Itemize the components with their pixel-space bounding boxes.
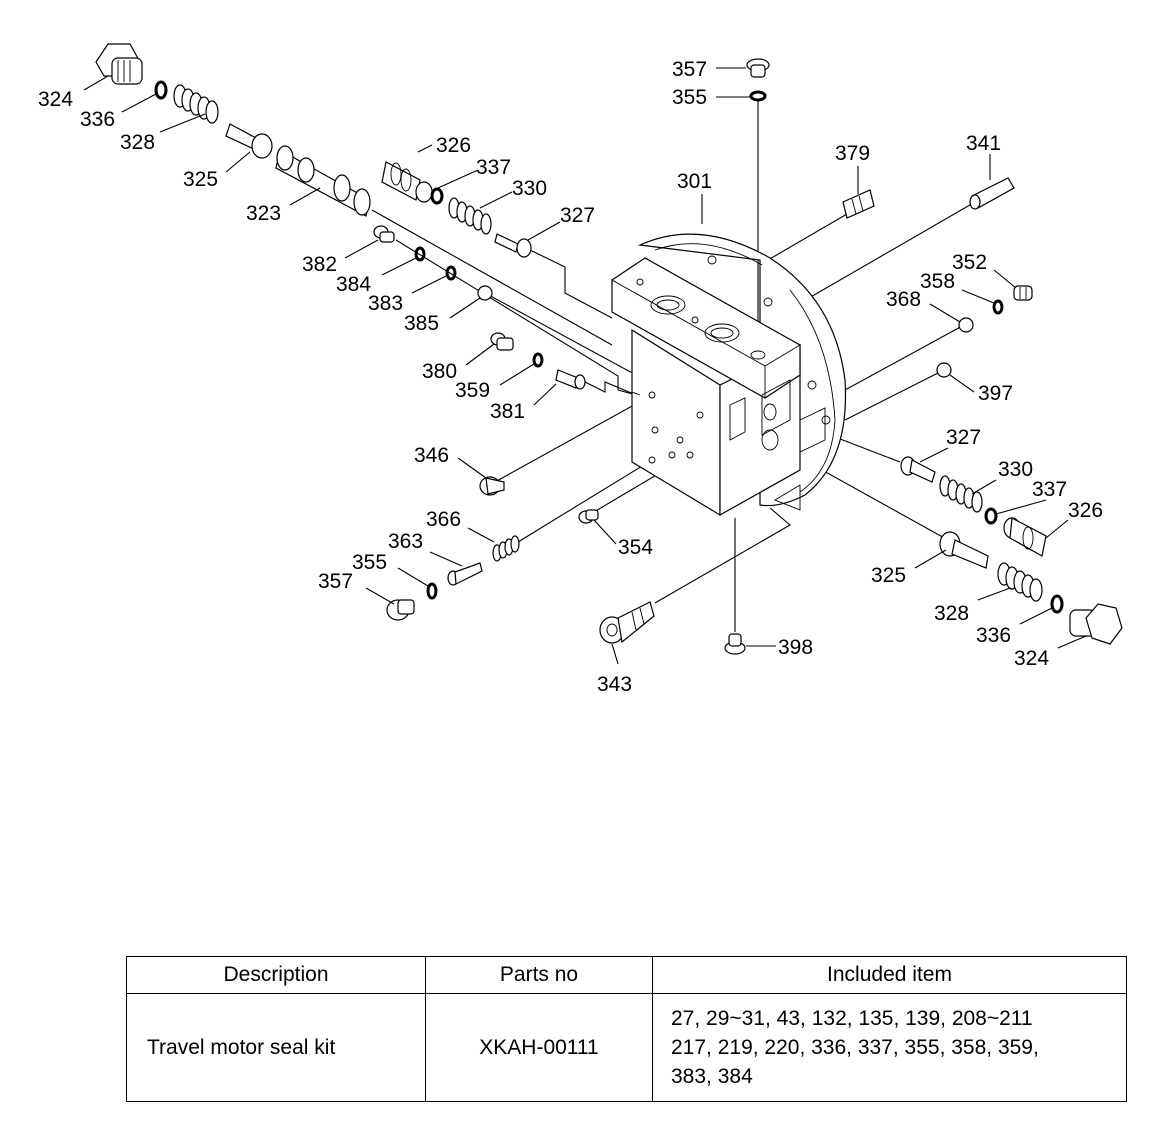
part-326-plug-upper bbox=[381, 161, 433, 203]
callout-328-lower: 328 bbox=[934, 602, 969, 625]
part-330-spring-lower bbox=[939, 475, 983, 513]
part-368-ball bbox=[958, 317, 974, 333]
header-description: Description bbox=[126, 956, 426, 994]
callout-352: 352 bbox=[952, 251, 987, 274]
callout-380: 380 bbox=[422, 360, 457, 383]
part-325-spring-seat-lower bbox=[939, 531, 989, 569]
part-346-plug bbox=[479, 476, 505, 496]
callout-337-lower: 337 bbox=[1032, 478, 1067, 501]
part-355-oring-lower bbox=[426, 582, 438, 600]
callout-357-top: 357 bbox=[672, 58, 707, 81]
seal-kit-table: Description Parts no Included item Trave… bbox=[126, 956, 1127, 1102]
callout-325-left: 325 bbox=[183, 168, 218, 191]
callout-324-left: 324 bbox=[38, 88, 73, 111]
callout-354: 354 bbox=[618, 536, 653, 559]
callout-leaders bbox=[83, 67, 1087, 665]
callout-337-upper: 337 bbox=[476, 156, 511, 179]
callout-385: 385 bbox=[404, 312, 439, 335]
callout-355-lower: 355 bbox=[352, 551, 387, 574]
included-line-2: 217, 219, 220, 336, 337, 355, 358, 359, bbox=[671, 1036, 1039, 1059]
part-336-oring-left bbox=[154, 80, 168, 100]
part-341-pin bbox=[969, 177, 1015, 210]
callout-328-left: 328 bbox=[120, 131, 155, 154]
part-324-plug-left bbox=[95, 43, 143, 85]
included-line-1: 27, 29~31, 43, 132, 135, 139, 208~211 bbox=[671, 1007, 1033, 1030]
exploded-parts-diagram: 324 336 328 325 323 326 337 330 327 382 … bbox=[38, 43, 1123, 696]
part-385-ball bbox=[477, 285, 493, 301]
part-379-plug bbox=[842, 189, 875, 219]
part-383-oring bbox=[445, 265, 457, 281]
callout-326-lower: 326 bbox=[1068, 499, 1103, 522]
part-326-plug-lower bbox=[1003, 517, 1047, 557]
part-398-plug bbox=[724, 633, 746, 655]
part-357-plug-lower bbox=[386, 599, 415, 621]
part-323-spool bbox=[275, 145, 371, 217]
callout-358: 358 bbox=[920, 270, 955, 293]
header-included-item: Included item bbox=[652, 956, 1127, 994]
part-382-plug bbox=[373, 225, 395, 243]
callout-327-upper: 327 bbox=[560, 204, 595, 227]
cell-included-items: 27, 29~31, 43, 132, 135, 139, 208~211 21… bbox=[652, 993, 1127, 1102]
callout-397: 397 bbox=[978, 382, 1013, 405]
part-327-poppet-lower bbox=[900, 456, 936, 483]
valve-body-301 bbox=[611, 233, 847, 517]
part-352-plug bbox=[1013, 285, 1033, 301]
callout-383: 383 bbox=[368, 292, 403, 315]
part-343-bolt bbox=[599, 601, 655, 644]
callout-336-lower: 336 bbox=[976, 624, 1011, 647]
part-325-spring-seat-left bbox=[225, 123, 273, 159]
part-336-oring-lower bbox=[1050, 594, 1064, 614]
callout-368: 368 bbox=[886, 288, 921, 311]
callout-336-left: 336 bbox=[80, 108, 115, 131]
part-380-plug bbox=[490, 332, 514, 351]
part-357-plug-top bbox=[746, 58, 770, 78]
part-358-oring bbox=[992, 299, 1004, 315]
callout-366: 366 bbox=[426, 508, 461, 531]
callout-382: 382 bbox=[302, 253, 337, 276]
callout-labels: 324 336 328 325 323 326 337 330 327 382 … bbox=[38, 58, 1103, 696]
callout-325-lower: 325 bbox=[871, 564, 906, 587]
callout-363: 363 bbox=[388, 530, 423, 553]
part-324-plug-right bbox=[1069, 603, 1123, 645]
callout-384: 384 bbox=[336, 273, 371, 296]
part-384-oring bbox=[414, 246, 426, 262]
part-327-poppet-upper bbox=[494, 233, 532, 258]
header-parts-no: Parts no bbox=[425, 956, 653, 994]
included-line-3: 383, 384 bbox=[671, 1065, 753, 1088]
callout-324-right: 324 bbox=[1014, 647, 1049, 670]
callout-379: 379 bbox=[835, 142, 870, 165]
callout-359: 359 bbox=[455, 379, 490, 402]
cell-description: Travel motor seal kit bbox=[126, 993, 426, 1102]
callout-341: 341 bbox=[966, 132, 1001, 155]
part-363-pin bbox=[447, 562, 483, 586]
part-328-spring-lower bbox=[997, 562, 1043, 602]
part-381-pin bbox=[555, 369, 586, 390]
part-354-plug bbox=[578, 509, 599, 524]
callout-355-top: 355 bbox=[672, 86, 707, 109]
callout-301: 301 bbox=[677, 170, 712, 193]
part-355-oring-top bbox=[749, 90, 767, 102]
callout-357-lower: 357 bbox=[318, 570, 353, 593]
callout-326-upper: 326 bbox=[436, 134, 471, 157]
part-366-spring bbox=[492, 535, 520, 562]
cell-parts-no: XKAH-00111 bbox=[425, 993, 653, 1102]
callout-343: 343 bbox=[597, 673, 632, 696]
callout-346: 346 bbox=[414, 444, 449, 467]
callout-398: 398 bbox=[778, 636, 813, 659]
table-row: Travel motor seal kit XKAH-00111 27, 29~… bbox=[126, 993, 1127, 1102]
part-337-oring-upper bbox=[430, 187, 444, 205]
part-397-ball bbox=[936, 362, 952, 378]
table-header-row: Description Parts no Included item bbox=[126, 956, 1127, 994]
part-330-spring-upper bbox=[448, 197, 492, 235]
callout-323: 323 bbox=[246, 202, 281, 225]
part-337-oring-lower bbox=[984, 507, 998, 525]
callout-381: 381 bbox=[490, 400, 525, 423]
callout-327-lower: 327 bbox=[946, 426, 981, 449]
part-328-spring-left bbox=[173, 84, 219, 124]
callout-330-upper: 330 bbox=[512, 177, 547, 200]
part-359-oring bbox=[532, 352, 544, 368]
callout-330-lower: 330 bbox=[998, 458, 1033, 481]
